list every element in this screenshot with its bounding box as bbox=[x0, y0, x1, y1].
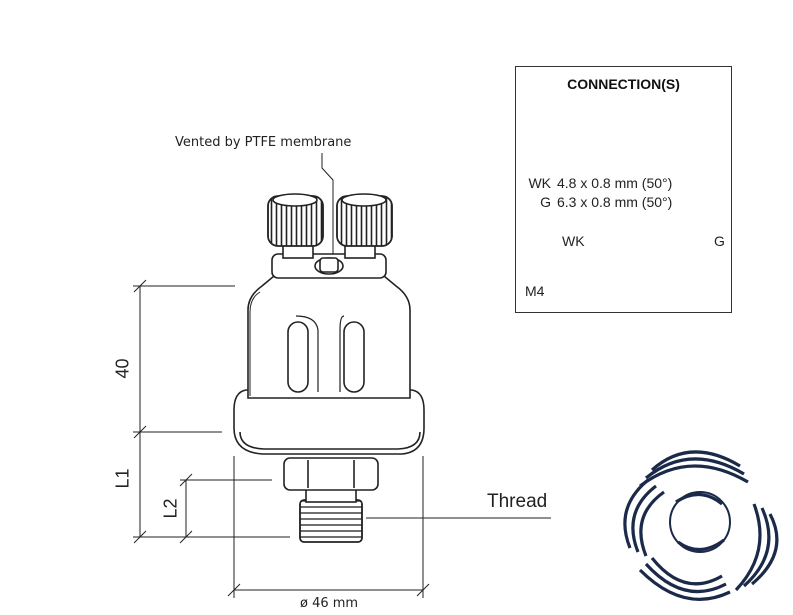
connection-code: G bbox=[540, 194, 551, 210]
dimension-l2-label: L2 bbox=[160, 498, 181, 519]
connection-box-title: CONNECTION(S) bbox=[567, 76, 680, 92]
connection-code: WK bbox=[528, 175, 551, 191]
terminal-right-label: G bbox=[714, 233, 725, 249]
thread-code-label: M4 bbox=[525, 283, 545, 299]
dimension-lines bbox=[133, 153, 551, 598]
connection-spec: 6.3 x 0.8 mm (50°) bbox=[557, 194, 673, 210]
vent-label: Vented by PTFE membrane bbox=[175, 135, 352, 150]
terminal-left-label: WK bbox=[562, 233, 585, 249]
dimension-40-label: 40 bbox=[112, 358, 133, 379]
connection-box: CONNECTION(S) WK 4.8 x 0.8 mm (50°) G 6.3 … bbox=[515, 66, 732, 313]
connection-row: G 6.3 x 0.8 mm (50°) bbox=[521, 194, 672, 210]
connection-spec: 4.8 x 0.8 mm (50°) bbox=[557, 175, 673, 191]
thread-label: Thread bbox=[487, 491, 548, 512]
swirl-logo-icon bbox=[623, 450, 779, 601]
connection-row: WK 4.8 x 0.8 mm (50°) bbox=[521, 175, 672, 191]
diameter-label: ø 46 mm bbox=[300, 596, 359, 611]
dimension-l1-label: L1 bbox=[112, 468, 133, 489]
sensor-body bbox=[233, 193, 425, 543]
